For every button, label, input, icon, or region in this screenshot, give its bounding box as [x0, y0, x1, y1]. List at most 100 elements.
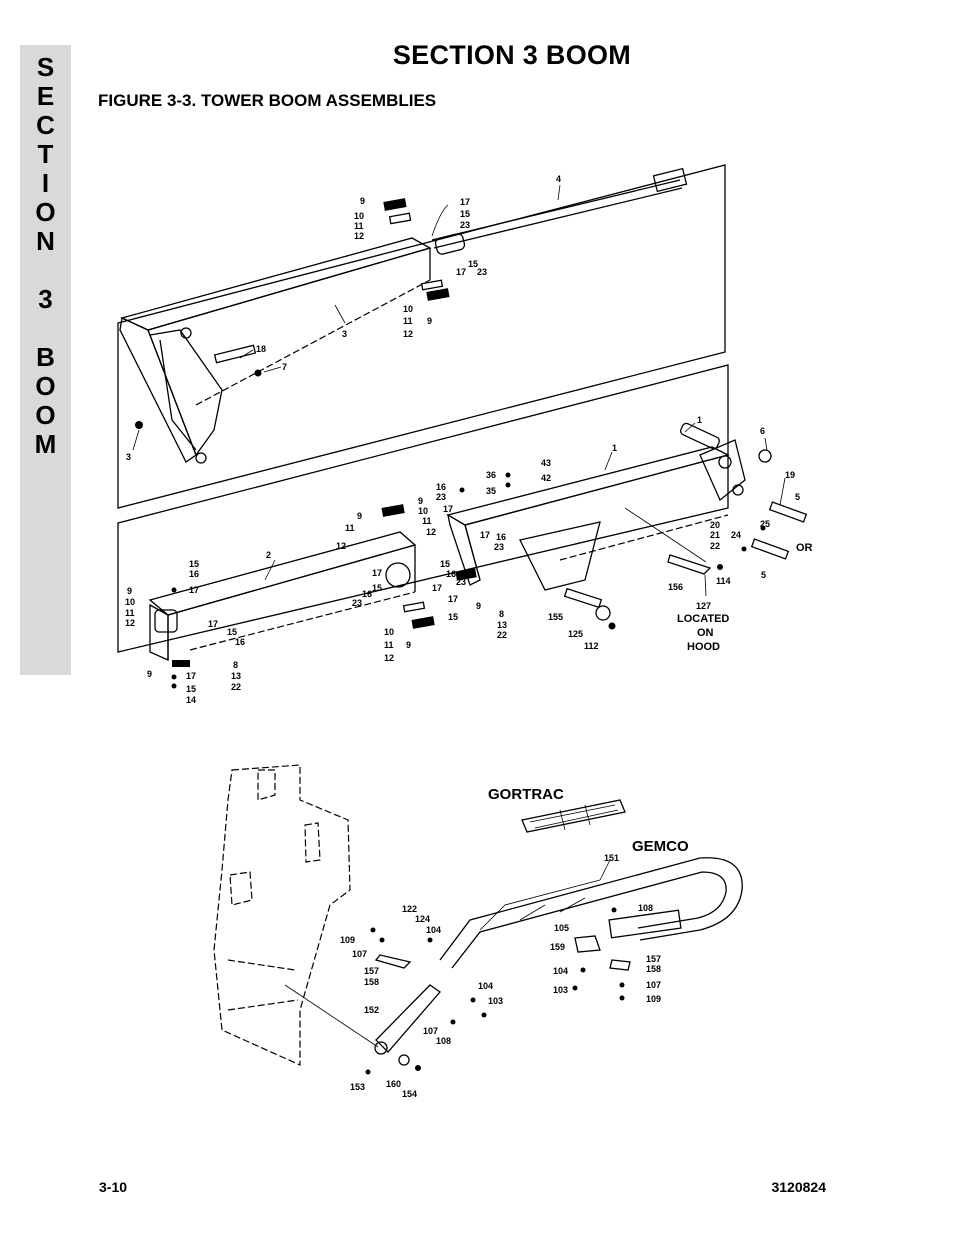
callout: 11: [403, 316, 413, 326]
callout-located: LOCATED: [677, 613, 729, 625]
callout: 11: [422, 516, 432, 526]
page-number: 3-10: [99, 1179, 128, 1195]
callout: 160: [386, 1079, 401, 1089]
callout: 16: [235, 637, 245, 647]
callout: 157: [364, 966, 379, 976]
section-side-tab: S E C T I O N 3 B O O M: [20, 45, 71, 675]
callout: 18: [256, 344, 266, 354]
callout: 104: [478, 981, 493, 991]
label-gemco: GEMCO: [632, 838, 689, 855]
callout: 7: [282, 362, 287, 372]
boom-sections-1-2-illustration: [117, 364, 808, 689]
callout: 158: [364, 977, 379, 987]
callout: 16: [496, 532, 506, 542]
callout: 2: [266, 550, 271, 560]
callout: 159: [550, 942, 565, 952]
callout: 1: [612, 443, 617, 453]
callout: 153: [350, 1082, 365, 1092]
callout: 23: [460, 220, 470, 230]
side-tab-letter: T: [37, 139, 54, 169]
callout: 108: [638, 903, 653, 913]
callout: 156: [668, 582, 683, 592]
boom-section-3-illustration: [117, 164, 726, 509]
callout: 155: [548, 612, 563, 622]
callout: 15: [448, 612, 458, 622]
document-number: 3120824: [771, 1179, 826, 1195]
callout: 23: [477, 267, 487, 277]
callout: 17: [480, 530, 490, 540]
callout: 9: [360, 196, 365, 206]
callout: 158: [646, 964, 661, 974]
callout: 23: [456, 577, 466, 587]
callout: 125: [568, 629, 583, 639]
callout: 109: [646, 994, 661, 1004]
callout: 17: [460, 197, 470, 207]
callout: 10: [418, 506, 428, 516]
callout: 23: [436, 492, 446, 502]
callout: 124: [415, 914, 430, 924]
callout: 17: [372, 568, 382, 578]
callout: 107: [352, 949, 367, 959]
callout: 157: [646, 954, 661, 964]
callout: 108: [436, 1036, 451, 1046]
callout: 104: [553, 966, 568, 976]
callout: 11: [384, 640, 394, 650]
callout: 3: [126, 452, 131, 462]
callout: 20: [710, 520, 720, 530]
callout: 107: [423, 1026, 438, 1036]
callout: 16: [446, 569, 456, 579]
callout: 17: [448, 594, 458, 604]
callout: 12: [125, 618, 135, 628]
callout: 22: [710, 541, 720, 551]
side-tab-letter: I: [41, 168, 50, 198]
side-tab-letter: O: [35, 197, 56, 227]
page-title: SECTION 3 BOOM: [392, 40, 632, 70]
callout: 11: [125, 608, 135, 618]
callout: 9: [476, 601, 481, 611]
callout: 13: [231, 671, 241, 681]
callout: 15: [186, 684, 196, 694]
callout: 21: [710, 530, 720, 540]
callout: 103: [488, 996, 503, 1006]
callout: 14: [186, 695, 196, 705]
callout: 6: [760, 426, 765, 436]
side-tab-letter: C: [36, 110, 55, 140]
callout: 15: [468, 259, 478, 269]
callout: 17: [456, 267, 466, 277]
callout: 24: [731, 530, 741, 540]
callout: 17: [208, 619, 218, 629]
callout: 12: [426, 527, 436, 537]
callout: 35: [486, 486, 496, 496]
callout: 12: [403, 329, 413, 339]
callout-or: OR: [796, 542, 813, 554]
callout: 12: [336, 541, 346, 551]
callout: 105: [554, 923, 569, 933]
side-tab-letter: 3: [38, 284, 53, 314]
callout: 15: [227, 627, 237, 637]
callout: 22: [497, 630, 507, 640]
callout: 9: [357, 511, 362, 521]
side-tab-letter: O: [35, 371, 56, 401]
callout: 15: [372, 583, 382, 593]
callout: 104: [426, 925, 441, 935]
callout: 154: [402, 1089, 417, 1099]
callout: 16: [436, 482, 446, 492]
callout: 9: [127, 586, 132, 596]
callout: 16: [189, 569, 199, 579]
callout: 15: [189, 559, 199, 569]
callout: 17: [443, 504, 453, 514]
callout: 107: [646, 980, 661, 990]
callout: 11: [345, 523, 355, 533]
callout: 5: [761, 570, 766, 580]
callout: 12: [354, 231, 364, 241]
callout-hood: HOOD: [687, 641, 720, 653]
callout: 152: [364, 1005, 379, 1015]
callout: 15: [440, 559, 450, 569]
callout: 9: [147, 669, 152, 679]
callout: 19: [785, 470, 795, 480]
side-tab-letter: M: [34, 429, 57, 459]
callout: 122: [402, 904, 417, 914]
label-gortrac: GORTRAC: [488, 786, 564, 803]
callout: 109: [340, 935, 355, 945]
callout: 36: [486, 470, 496, 480]
